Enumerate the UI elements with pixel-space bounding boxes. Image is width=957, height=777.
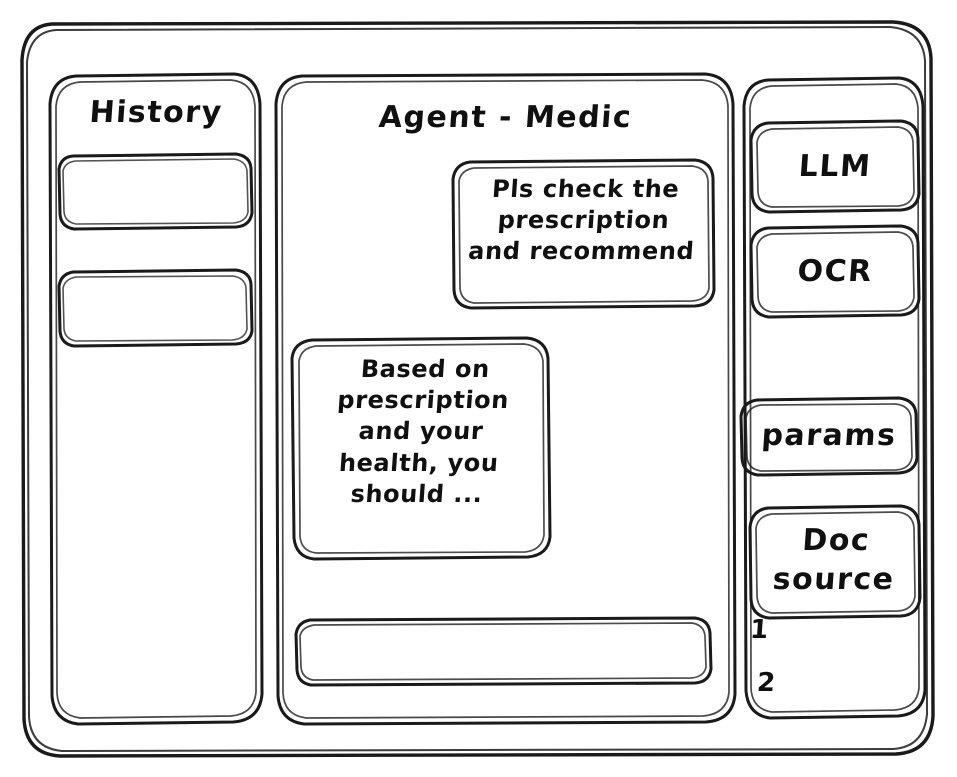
- tool-button-llm-label: LLM: [797, 149, 873, 184]
- tool-button-ocr[interactable]: OCR: [751, 226, 919, 317]
- message-bubble-assistant: Based on prescription and your health, y…: [292, 338, 550, 559]
- tool-button-ocr-label: OCR: [796, 254, 874, 289]
- tool-button-doc-source-label: Doc source: [771, 523, 896, 597]
- history-list-item-2[interactable]: [59, 270, 252, 346]
- history-list-item-1[interactable]: [59, 154, 252, 229]
- doc-source-annotation-2: 2: [756, 668, 777, 698]
- tool-button-params-label: params: [760, 418, 898, 453]
- history-panel-title: History: [88, 95, 224, 130]
- agent-panel-title: Agent - Medic: [377, 100, 634, 135]
- tool-button-llm[interactable]: LLM: [751, 121, 919, 212]
- message-bubble-user: Pls check the prescription and recommend: [453, 160, 714, 308]
- doc-source-annotation-1: 1: [749, 615, 770, 645]
- tool-button-doc-source[interactable]: Doc source: [750, 506, 920, 618]
- tool-button-params[interactable]: params: [741, 398, 917, 475]
- message-bubble-assistant-text: Based on prescription and your health, y…: [336, 355, 510, 508]
- message-composer-input[interactable]: [296, 618, 711, 685]
- message-bubble-user-text: Pls check the prescription and recommend: [467, 175, 696, 266]
